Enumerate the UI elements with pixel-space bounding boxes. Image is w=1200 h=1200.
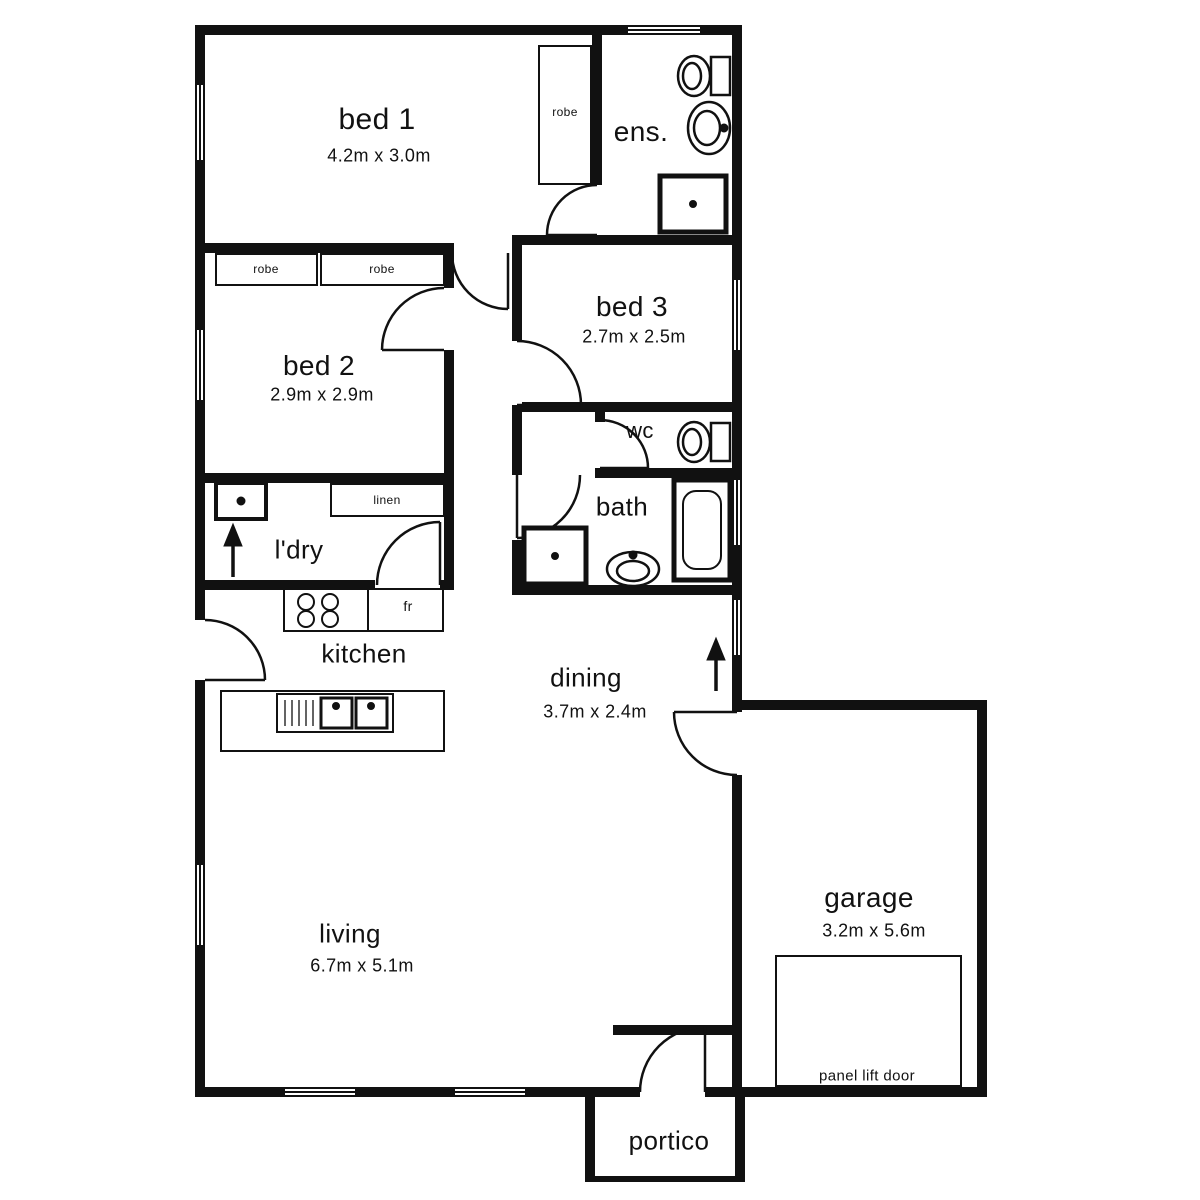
linen-box (330, 483, 445, 517)
room-label-ldry: l'dry (274, 534, 324, 565)
wall-bed2-bottom (195, 473, 454, 483)
wall-portico-left (585, 1097, 595, 1182)
kitchen-bench (283, 588, 444, 632)
room-dims-dining: 3.7m x 2.4m (543, 701, 647, 722)
garage-door-panel (775, 955, 962, 1087)
window-living-bottom-1 (285, 1087, 355, 1097)
entry-arrow-dining (706, 636, 726, 691)
laundry-trough (214, 481, 268, 521)
door-opening-entry (640, 1087, 705, 1097)
room-label-bed3: bed 3 (595, 291, 669, 322)
room-label-dining: dining (550, 662, 622, 693)
toilet-wc (676, 420, 732, 464)
door-arc-kitchen-side (204, 618, 267, 682)
entry-arrow-laundry (223, 522, 243, 577)
window-dining-right (732, 600, 742, 655)
door-arc-bath (515, 474, 582, 540)
window-bed1-left (195, 85, 205, 160)
wall-bath-bottom (512, 585, 742, 595)
room-label-portico: portico (628, 1125, 710, 1156)
room-dims-bed2: 2.9m x 2.9m (270, 384, 374, 405)
wall-ens-left (592, 25, 602, 185)
room-label-living: living (319, 918, 381, 949)
robe-bed2-left-box (215, 253, 318, 286)
panel-lift-door-label: panel lift door (818, 1067, 916, 1085)
room-label-ens: ens. (613, 116, 669, 147)
wall-entry-stub (613, 1025, 742, 1035)
window-living-bottom-2 (455, 1087, 525, 1097)
wall-outer-bottom (195, 1087, 987, 1097)
room-label-wc: wc (626, 418, 654, 443)
window-living-left (195, 865, 205, 945)
wall-portico-front (585, 1176, 745, 1182)
wall-bed2-right-b (444, 350, 454, 590)
wall-bed2-right-a (444, 253, 454, 288)
basin-bath (605, 550, 661, 588)
room-label-bed2: bed 2 (282, 350, 356, 381)
room-label-kitchen: kitchen (321, 638, 407, 669)
door-arc-garage (672, 710, 738, 777)
room-dims-garage: 3.2m x 5.6m (822, 920, 926, 941)
room-dims-living: 6.7m x 5.1m (310, 955, 414, 976)
wall-bed1-bottom (195, 243, 454, 253)
window-ens-top (628, 25, 700, 35)
robe-right-label: robe (369, 262, 395, 276)
wall-wc-left-stub (595, 412, 605, 422)
basin-ensuite (686, 100, 732, 156)
room-label-bath: bath (595, 491, 649, 522)
wall-garage-top (742, 700, 987, 710)
window-bed3-right (732, 280, 742, 350)
wall-hall-right-c (512, 540, 522, 595)
door-arc-bed1 (450, 252, 510, 311)
robe-left-label: robe (253, 262, 279, 276)
door-arc-laundry (375, 520, 442, 586)
wall-bed3-bottom (522, 402, 742, 412)
wall-hall-right-b (512, 405, 522, 475)
kitchen-island (220, 690, 445, 752)
window-bed2-left (195, 330, 205, 400)
wall-right-main (732, 25, 742, 1087)
linen-label: linen (373, 493, 401, 507)
wall-outer-top (195, 25, 742, 35)
door-arc-entry (638, 1025, 707, 1093)
robe-bed2-right-box (320, 253, 445, 286)
fridge-label: fr (403, 598, 413, 614)
wall-portico-right (735, 1097, 745, 1182)
shower-bath (521, 525, 589, 587)
room-dims-bed1: 4.2m x 3.0m (327, 145, 431, 166)
door-opening-garage (732, 712, 742, 775)
shower-ensuite (657, 173, 729, 235)
door-opening-bed2 (444, 288, 454, 350)
door-arc-ensuite (545, 183, 598, 237)
wall-hall-right-a (512, 245, 522, 341)
room-dims-bed3: 2.7m x 2.5m (582, 326, 686, 347)
wall-outer-left (195, 25, 205, 1097)
toilet-ensuite (676, 54, 732, 98)
door-arc-bed3 (516, 339, 583, 407)
wall-laundry-bottom-b (440, 580, 454, 590)
wall-wc-bottom (595, 468, 742, 478)
wall-garage-right (977, 700, 987, 1087)
room-label-garage: garage (824, 882, 914, 913)
wall-laundry-bottom-a (195, 580, 375, 590)
door-arc-bed2 (380, 286, 445, 352)
room-label-bed1: bed 1 (338, 103, 416, 136)
bathtub (671, 477, 733, 583)
wall-ens-bed3-top (512, 235, 742, 245)
robe-master-label: robe (552, 105, 578, 119)
robe-master-box (538, 45, 592, 185)
window-bath-right (732, 480, 742, 545)
door-opening-kitchen-side (195, 620, 205, 680)
